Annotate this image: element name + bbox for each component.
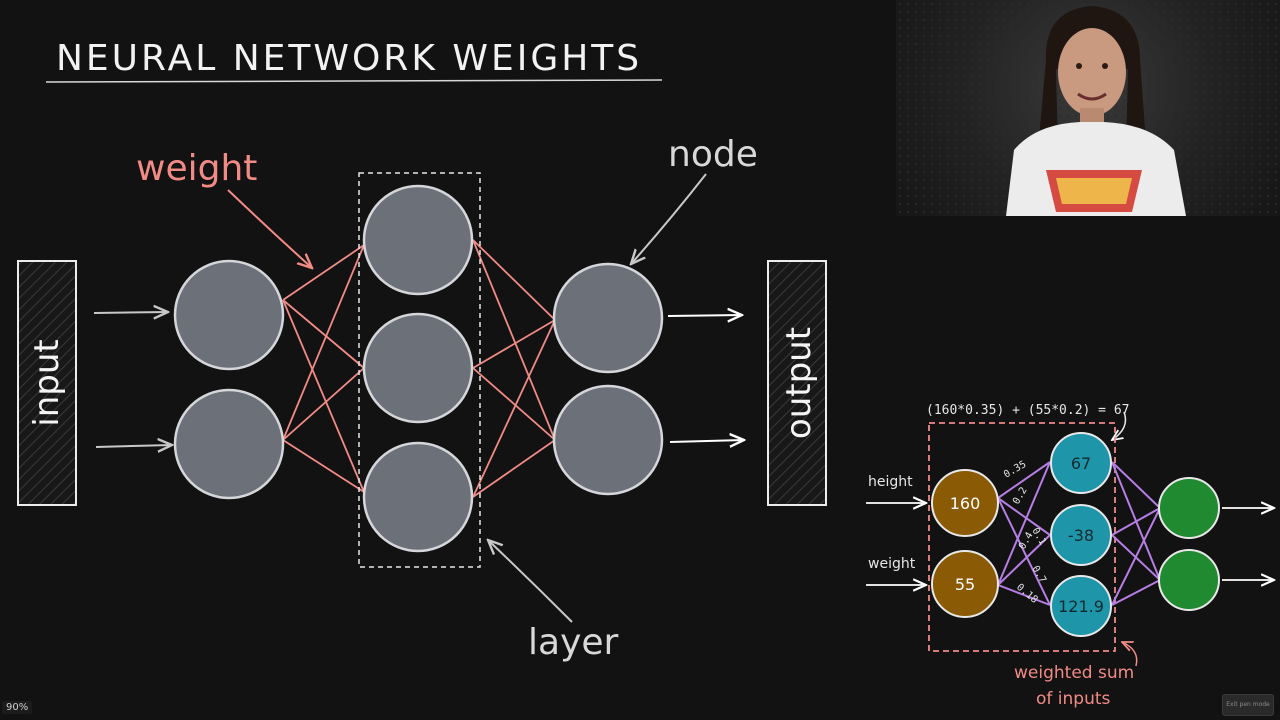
layer-pointer-arrow (488, 540, 573, 623)
example-input-label: weight (868, 556, 916, 572)
layer-highlight-box (358, 172, 481, 568)
example-weight-label: 0.7 (1029, 564, 1048, 585)
example-output-node (1158, 549, 1220, 611)
output-arrow (669, 440, 744, 442)
example-caption: of inputs (1036, 689, 1111, 709)
input-box (17, 260, 77, 506)
node-annotation: node (668, 134, 758, 175)
example-weight-connections (997, 461, 1161, 606)
example-input-node (931, 550, 999, 618)
presenter-shirt (1006, 122, 1186, 216)
example-hidden-value: -38 (1068, 526, 1094, 545)
diagram-title: NEURAL NETWORK WEIGHTS (56, 38, 642, 79)
title-underline (45, 79, 663, 83)
hidden-node (362, 312, 474, 424)
example-formula: (160*0.35) + (55*0.2) = 67 (926, 403, 1130, 418)
caption-pointer-arrow (1122, 642, 1138, 667)
example-output-node (1158, 477, 1220, 539)
input-arrow (93, 312, 168, 313)
output-label: output (779, 327, 819, 439)
weight-annotation: weight (136, 148, 257, 189)
example-hidden-node (1050, 432, 1112, 494)
weight-connections-left (282, 244, 365, 493)
presenter-webcam (896, 0, 1280, 216)
weight-connections-right (472, 239, 556, 498)
input-label: input (27, 339, 67, 426)
example-hidden-value: 67 (1071, 454, 1091, 473)
exit-pen-mode-button[interactable]: Exit pen mode (1222, 694, 1274, 716)
output-node (552, 384, 664, 496)
input-arrow (95, 445, 172, 447)
example-weight-label: 0.18 (1014, 582, 1040, 606)
layer-annotation: layer (528, 622, 619, 663)
node-pointer-arrow (631, 173, 707, 264)
example-weight-label: 0.35 (1002, 459, 1028, 481)
zoom-level-indicator: 90% (2, 701, 33, 714)
output-box (767, 260, 827, 506)
example-weight-label: 0.2 (1011, 485, 1030, 506)
example-input-node (931, 469, 999, 537)
presenter-face (1058, 28, 1126, 116)
example-hidden-node (1050, 575, 1112, 637)
weight-pointer-arrow (227, 189, 312, 268)
example-caption: weighted sum (1014, 663, 1134, 683)
example-input-value: 55 (955, 575, 975, 594)
input-node (173, 259, 285, 371)
example-hidden-value: 121.9 (1058, 597, 1104, 616)
hidden-node (362, 184, 474, 296)
example-input-value: 160 (950, 494, 981, 513)
hidden-node (362, 441, 474, 553)
output-node (552, 262, 664, 374)
example-hidden-node (1050, 504, 1112, 566)
output-arrow (667, 315, 742, 316)
input-node (173, 388, 285, 500)
example-input-label: height (868, 474, 913, 490)
